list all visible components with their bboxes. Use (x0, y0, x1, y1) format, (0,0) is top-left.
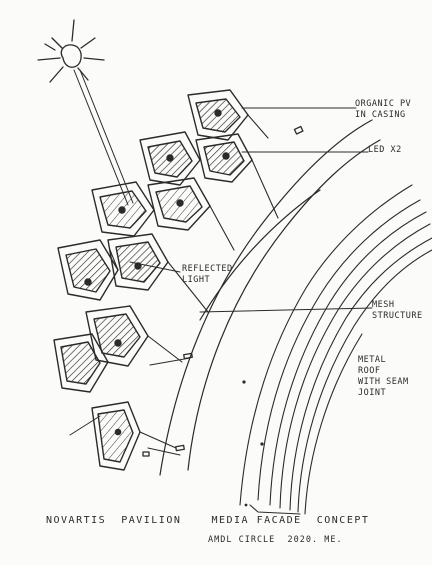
label-metal-roof: Metal Roof with seam joint (358, 355, 409, 398)
pv-panel-module-4 (91, 181, 155, 237)
sun-ray-lines (73, 69, 134, 206)
label-leader-lines (69, 107, 373, 436)
sun-icon (37, 19, 105, 83)
label-reflected-light: Reflected Light (182, 264, 233, 285)
connector-nubs (142, 125, 304, 457)
label-organic-pv: Organic PV in casing (355, 99, 412, 120)
sketch-caption-title: Novartis Pavilion Media Facade Concept (46, 515, 370, 526)
metal-roof-layers (239, 184, 432, 515)
label-led: LED x2 (368, 145, 402, 155)
sketch-caption-author: AMDL Circle 2020. ME. (208, 535, 343, 545)
label-mesh-structure: Mesh Structure (372, 300, 423, 321)
pv-panel-module-6 (57, 239, 119, 301)
pv-panel-module-2 (139, 131, 201, 186)
panel-support-arms (109, 114, 279, 456)
pv-panel-module-10 (91, 401, 141, 471)
pv-panel-module-3 (195, 133, 253, 183)
pv-panel-module-5 (147, 177, 211, 231)
pv-panel-module-7 (107, 233, 169, 291)
pv-panel-module-9 (53, 333, 109, 393)
mesh-structure-curves (159, 119, 381, 476)
seam-joint-marks (242, 380, 264, 507)
pv-panel-module-1 (187, 89, 249, 141)
